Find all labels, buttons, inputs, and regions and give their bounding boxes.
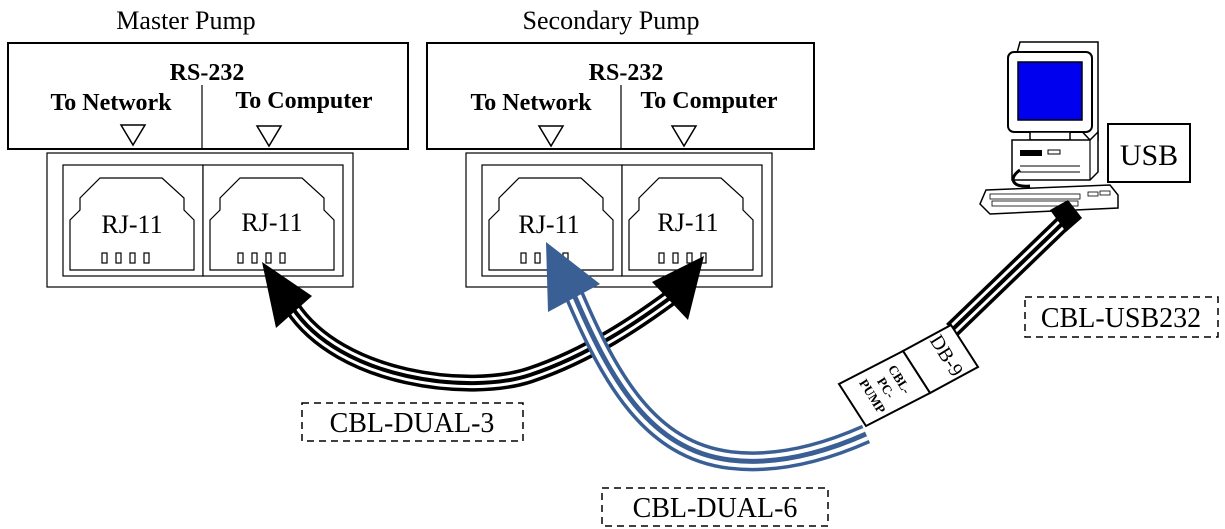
down-triangle-icon — [255, 125, 283, 148]
master-pump-title: Master Pump — [116, 6, 255, 35]
arrowhead-icon — [262, 262, 312, 328]
cbl-dual-3-label-box — [301, 402, 524, 442]
secondary-to-network-label: To Network — [470, 90, 592, 116]
rj11-jack-icon — [209, 177, 335, 271]
master-rs232-label: RS-232 — [170, 60, 245, 86]
cbl-dual-6-cable — [546, 242, 871, 472]
screen — [1017, 61, 1083, 121]
secondary-rj11-right: RJ-11 — [657, 208, 718, 237]
rj11-jack-icon — [628, 177, 754, 271]
cbl-usb232-label-box — [1024, 296, 1219, 338]
arrowhead-icon — [546, 242, 600, 312]
usb-box — [1107, 123, 1191, 183]
cbl-pc-pump-adapter: DB-9 CBL- PC- PUMP — [837, 323, 980, 428]
secondary-pump-title: Secondary Pump — [523, 6, 700, 35]
down-triangle-icon — [119, 124, 147, 147]
rj11-jack-icon — [69, 177, 195, 271]
master-to-network-label: To Network — [50, 90, 172, 116]
master-pump: Master Pump RS-232 To Network To Compute… — [7, 6, 409, 288]
rj11-jack-icon — [488, 177, 614, 271]
master-rj11-right: RJ-11 — [241, 208, 302, 237]
cbl-dual-3-cable — [262, 256, 704, 392]
secondary-pump: Secondary Pump RS-232 To Network To Comp… — [426, 6, 815, 288]
cbl-usb232-label: CBL-USB232 — [1041, 303, 1201, 334]
adapter-body — [837, 349, 932, 428]
cbl-dual-3-label: CBL-DUAL-3 — [330, 408, 495, 439]
master-to-computer-label: To Computer — [235, 88, 372, 114]
cbl-usb232-cable — [946, 200, 1082, 337]
desktop-computer-icon — [979, 41, 1119, 215]
usb-label: USB — [1120, 139, 1178, 172]
cbl-dual-6-label-box — [601, 487, 829, 527]
rj11-pins — [101, 252, 286, 264]
cbl-dual-6-label: CBL-DUAL-6 — [633, 493, 798, 524]
master-rs232-panel — [7, 42, 409, 150]
master-rj11-left: RJ-11 — [101, 210, 162, 239]
secondary-to-computer-label: To Computer — [640, 88, 777, 114]
usb-plug-icon — [1050, 200, 1082, 232]
secondary-rj11-left: RJ-11 — [518, 210, 579, 239]
down-triangle-icon — [537, 125, 565, 148]
arrowhead-icon — [652, 256, 704, 320]
secondary-rs232-label: RS-232 — [589, 60, 664, 86]
down-triangle-icon — [670, 125, 698, 148]
